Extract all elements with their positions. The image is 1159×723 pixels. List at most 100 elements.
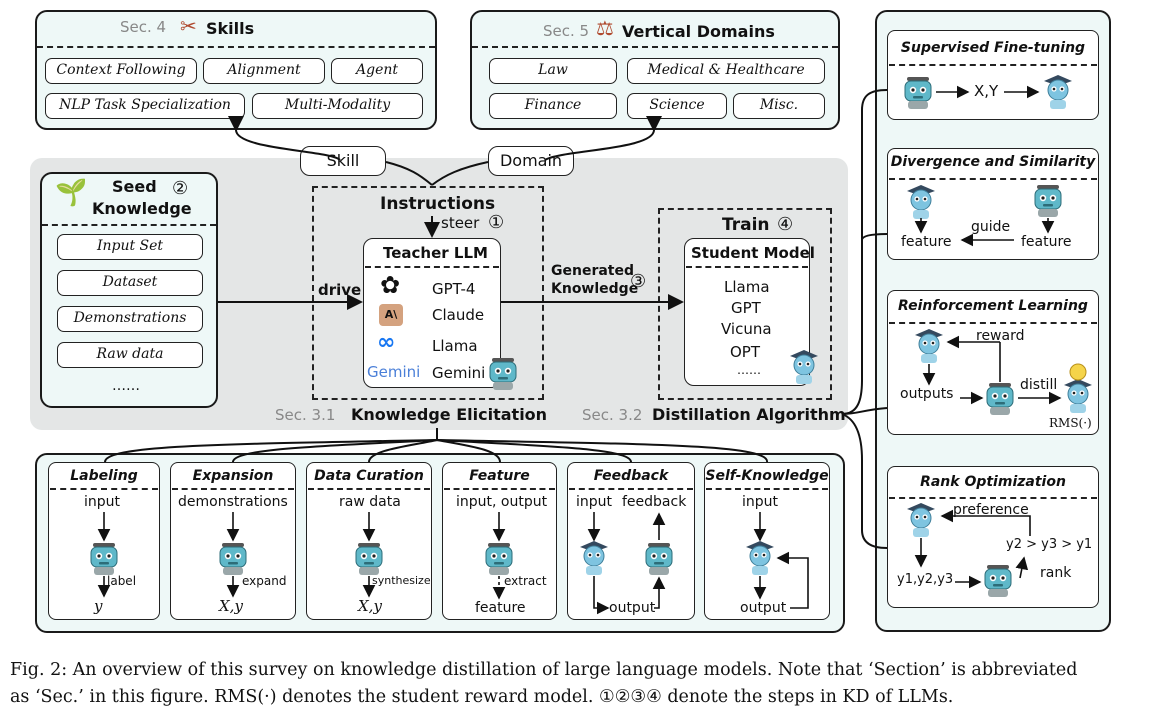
step-1-marker: ① bbox=[488, 212, 505, 233]
step-2-marker: ② bbox=[172, 178, 189, 199]
feature-input: input, output bbox=[456, 494, 548, 510]
domains-title: Vertical Domains bbox=[622, 22, 775, 41]
expansion-title: Expansion bbox=[192, 468, 274, 484]
domain-science: Science bbox=[627, 93, 727, 119]
labeling-input: input bbox=[84, 494, 121, 510]
rl-divider bbox=[889, 322, 1097, 324]
rl-title: Reinforcement Learning bbox=[898, 298, 1088, 314]
rank-title: Rank Optimization bbox=[920, 474, 1066, 490]
labeling-output: y bbox=[94, 597, 103, 615]
caption-line-1: Fig. 2: An overview of this survey on kn… bbox=[10, 660, 1078, 680]
instructions-label: Instructions bbox=[380, 194, 496, 214]
data-curation-action: synthesize bbox=[372, 574, 431, 587]
student-vicuna: Vicuna bbox=[721, 320, 772, 338]
step-4-marker: ④ bbox=[777, 214, 794, 235]
rank-ys: y1,y2,y3 bbox=[897, 572, 954, 587]
sft-title: Supervised Fine-tuning bbox=[900, 40, 1086, 56]
div-divider bbox=[889, 178, 1097, 180]
feature-action: extract bbox=[504, 574, 547, 588]
figure-caption: Fig. 2: An overview of this survey on kn… bbox=[10, 657, 1150, 711]
skill-agent: Agent bbox=[331, 58, 423, 84]
train-title: Train bbox=[722, 215, 770, 235]
distill-section-label: Sec. 3.2 bbox=[582, 406, 643, 424]
data-curation-output: X,y bbox=[358, 597, 382, 615]
seed-dataset: Dataset bbox=[57, 270, 203, 296]
domains-section-label: Sec. 5 bbox=[543, 22, 590, 40]
skill-multi-modality: Multi-Modality bbox=[252, 93, 423, 119]
feedback-input: input bbox=[576, 494, 613, 510]
expansion-output: X,y bbox=[219, 597, 243, 615]
train-region bbox=[658, 208, 832, 400]
teacher-title: Teacher LLM bbox=[383, 244, 488, 262]
teacher-divider bbox=[365, 266, 499, 268]
domain-medical: Medical & Healthcare bbox=[627, 58, 825, 84]
div-title: Divergence and Similarity bbox=[890, 154, 1096, 170]
seed-more: …… bbox=[112, 378, 140, 394]
expansion-divider bbox=[172, 488, 294, 490]
expansion-action: expand bbox=[242, 574, 287, 588]
teacher-claude: Claude bbox=[432, 306, 485, 324]
student-model-box bbox=[684, 238, 810, 386]
domain-connector-label: Domain bbox=[488, 146, 574, 176]
elicitation-title: Knowledge Elicitation bbox=[351, 405, 548, 424]
step-3-marker: ③ bbox=[630, 271, 647, 292]
expansion-input: demonstrations bbox=[178, 494, 288, 510]
skills-title: Skills bbox=[206, 19, 255, 38]
student-llama: Llama bbox=[724, 278, 770, 296]
domains-divider bbox=[472, 46, 838, 48]
div-feature2: feature bbox=[1021, 234, 1072, 250]
student-opt: OPT bbox=[730, 343, 761, 361]
skill-connector-label: Skill bbox=[300, 146, 386, 176]
rank-rank: rank bbox=[1040, 565, 1072, 581]
skill-nlp-task: NLP Task Specialization bbox=[45, 93, 245, 119]
div-feature1: feature bbox=[901, 234, 952, 250]
seed-divider bbox=[42, 224, 216, 226]
generated-line1: Generated bbox=[551, 263, 635, 279]
student-title: Student Model bbox=[691, 244, 815, 262]
rl-reward: reward bbox=[976, 328, 1025, 344]
teacher-llama: Llama bbox=[432, 337, 478, 355]
elicitation-section-label: Sec. 3.1 bbox=[275, 406, 336, 424]
teacher-gemini: Gemini bbox=[432, 364, 486, 382]
self-knowledge-title: Self-Knowledge bbox=[705, 468, 829, 484]
data-curation-input: raw data bbox=[339, 494, 401, 510]
skill-alignment: Alignment bbox=[203, 58, 325, 84]
feedback-title: Feedback bbox=[593, 468, 669, 484]
rank-preference: preference bbox=[953, 502, 1029, 518]
self-knowledge-input: input bbox=[742, 494, 779, 510]
feature-divider bbox=[444, 488, 555, 490]
div-guide: guide bbox=[971, 219, 1011, 235]
claude-logo-icon: A\ bbox=[379, 304, 403, 326]
rank-divider bbox=[889, 497, 1097, 499]
sft-divider bbox=[889, 64, 1097, 66]
feedback-divider bbox=[569, 488, 693, 490]
tools-icon: ✂ bbox=[180, 14, 197, 38]
seed-title-1: Seed bbox=[112, 177, 157, 196]
elicitation-region bbox=[312, 186, 544, 400]
labeling-title: Labeling bbox=[70, 468, 138, 484]
rl-outputs: outputs bbox=[900, 386, 954, 402]
feature-title: Feature bbox=[469, 468, 530, 484]
seed-input-set: Input Set bbox=[57, 234, 203, 260]
caption-line-2: as ‘Sec.’ in this figure. RMS(·) denotes… bbox=[10, 687, 954, 707]
student-more: …… bbox=[737, 363, 761, 377]
gemini-logo-icon: Gemini bbox=[367, 363, 421, 381]
openai-logo-icon: ✿ bbox=[380, 271, 401, 299]
sft-label: X,Y bbox=[974, 82, 999, 100]
domain-finance: Finance bbox=[489, 93, 617, 119]
seed-demonstrations: Demonstrations bbox=[57, 306, 203, 332]
data-curation-divider bbox=[308, 488, 430, 490]
rl-rm: RMS(·) bbox=[1049, 416, 1092, 430]
student-divider bbox=[686, 266, 808, 268]
teacher-gpt4: GPT-4 bbox=[432, 280, 476, 298]
student-gpt: GPT bbox=[731, 299, 761, 317]
rank-order: y2 > y3 > y1 bbox=[1006, 537, 1093, 552]
feature-output: feature bbox=[475, 600, 526, 616]
gavel-icon: ⚖ bbox=[596, 16, 614, 40]
skills-section-label: Sec. 4 bbox=[120, 18, 167, 36]
meta-logo-icon: ∞ bbox=[377, 330, 396, 355]
seed-raw-data: Raw data bbox=[57, 342, 203, 368]
self-knowledge-output: output bbox=[740, 600, 787, 616]
data-curation-title: Data Curation bbox=[314, 468, 424, 484]
